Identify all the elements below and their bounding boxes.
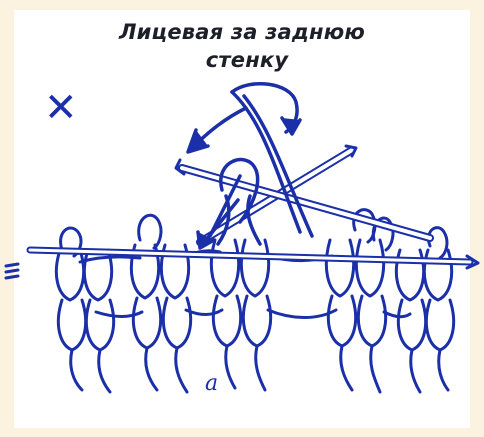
figure-label: a: [205, 371, 218, 396]
tail-marks-icon: [6, 264, 18, 278]
